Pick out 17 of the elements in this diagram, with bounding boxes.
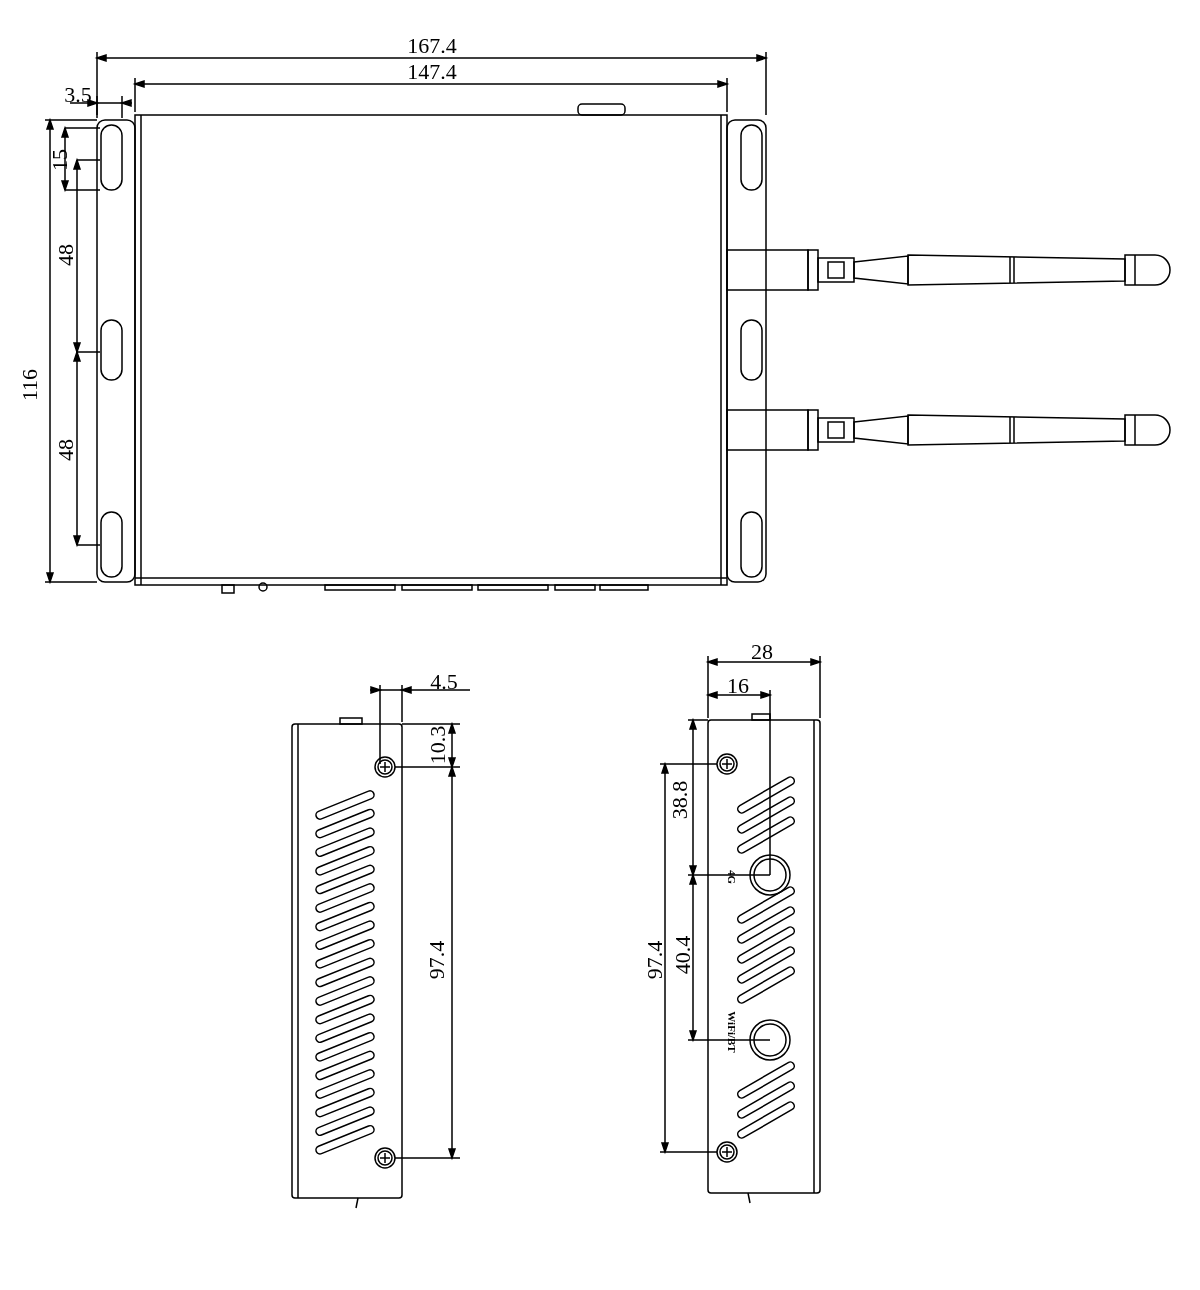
dimension-label: 167.4 xyxy=(407,35,457,57)
dimension-label: 48 xyxy=(55,244,77,266)
dimension-label: 97.4 xyxy=(644,940,666,980)
dimension-label: 147.4 xyxy=(407,61,457,83)
dimension-label: 97.4 xyxy=(426,940,448,980)
dimension-label: 16 xyxy=(727,675,749,697)
dimension-label: 15 xyxy=(49,149,71,171)
dimension-label: 3.5 xyxy=(64,84,92,106)
dimension-label: 48 xyxy=(55,439,77,461)
dimension-label: 10.3 xyxy=(427,725,449,765)
port-label: 4G xyxy=(725,869,737,885)
dimension-label: 38.8 xyxy=(669,780,691,820)
dimension-label: 116 xyxy=(19,368,41,402)
port-label: WiFi/BT xyxy=(725,1011,737,1053)
dimension-label: 40.4 xyxy=(672,935,694,975)
dimension-label: 4.5 xyxy=(430,671,458,693)
dimension-label: 28 xyxy=(751,641,773,663)
